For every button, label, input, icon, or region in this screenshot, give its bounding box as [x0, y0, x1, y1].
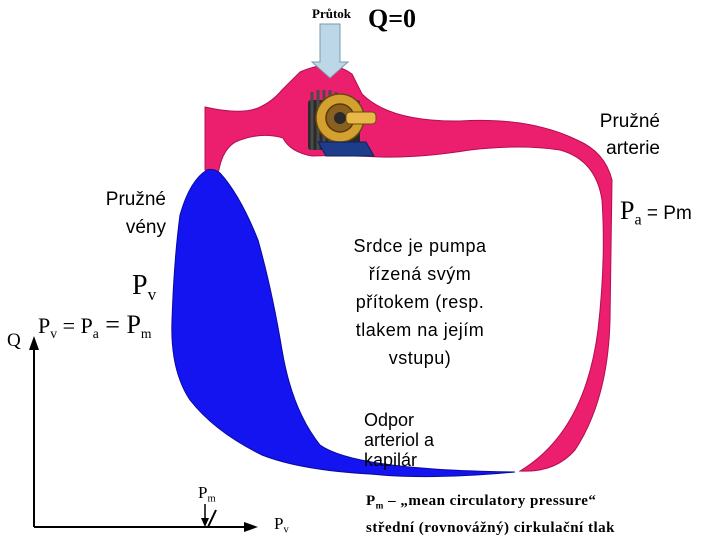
pm-tick-arrowhead: [201, 518, 209, 527]
pa-label: Pa = Pm: [620, 196, 692, 229]
pv-label: Pv: [132, 270, 157, 305]
arteries-label: Pružné arterie: [599, 111, 660, 159]
x-axis-arrowhead: [244, 522, 258, 532]
venous-compartment: [171, 168, 516, 478]
heart-description: Srdce je pumpa řízená svým přítokem (res…: [353, 236, 487, 368]
q-zero-label: Q=0: [368, 4, 417, 33]
pm-axis-label: Pm: [198, 483, 216, 505]
resistance-label: Odpor arteriol a kapilár: [364, 410, 435, 470]
pressure-flow-axes: [33, 344, 250, 528]
inflow-arrow-icon: [310, 23, 350, 79]
flow-label: Průtok: [312, 6, 351, 21]
pm-definition: Pm – „mean circulatory pressure“ střední…: [366, 493, 615, 537]
pressure-equation: Pv = Pa = Pm: [38, 310, 152, 341]
y-axis-arrowhead: [29, 336, 39, 350]
pump-gear-icon: [308, 90, 377, 157]
veins-label: Pružné vény: [105, 189, 166, 238]
pv-axis-label: Pv: [274, 514, 289, 536]
arterial-compartment: [204, 65, 613, 472]
flow-axis-label: Q: [7, 330, 21, 351]
